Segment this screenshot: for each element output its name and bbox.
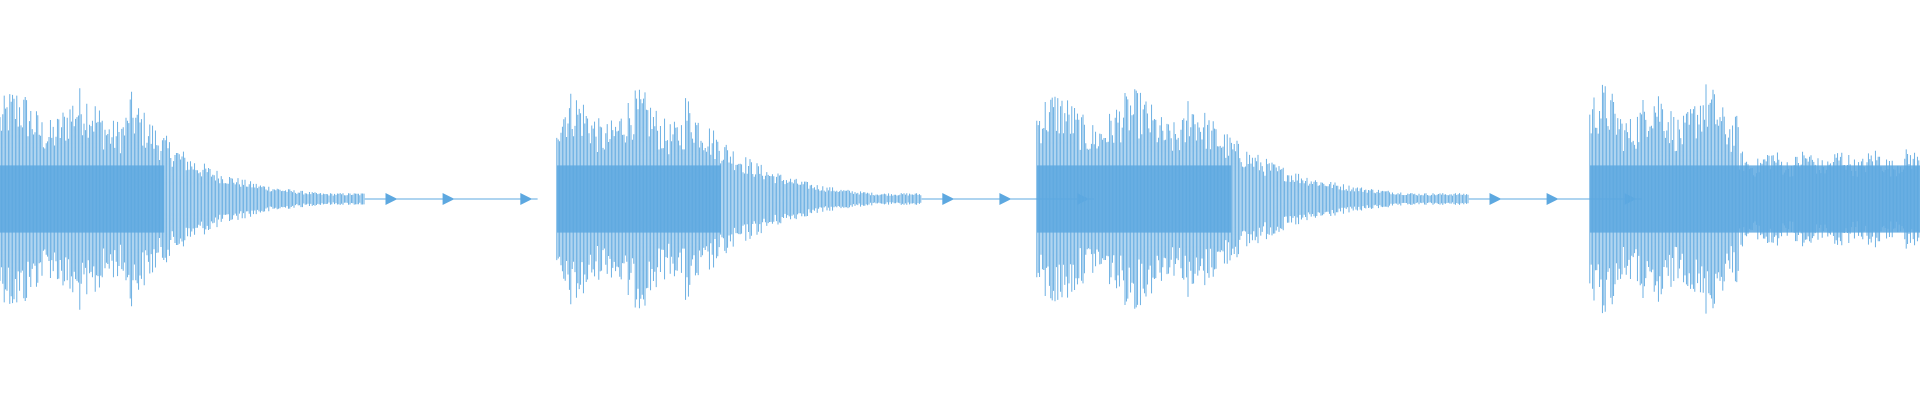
waveform-lines [0,88,365,310]
waveform-segment-3[interactable] [1036,89,1642,309]
waveform-lines [556,89,922,309]
waveform-segment-1[interactable] [0,88,538,310]
waveform-segment-4[interactable] [1589,84,1920,314]
waveform-segments [0,84,1920,314]
waveform-segment-2[interactable] [556,89,1095,309]
waveform-lines [1036,89,1469,309]
waveform-lines [1589,84,1920,314]
